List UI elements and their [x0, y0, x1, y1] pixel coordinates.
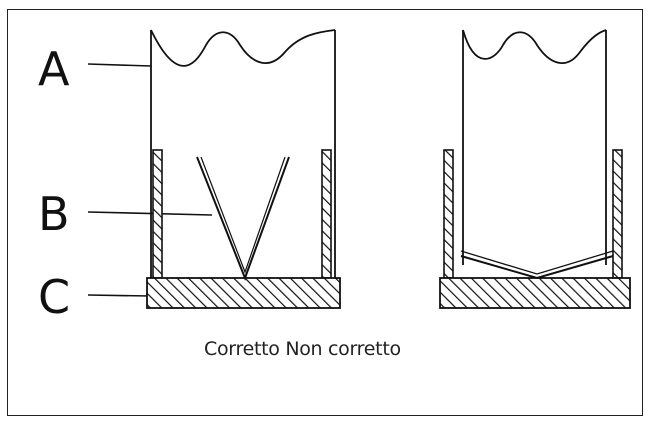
label-b: B — [38, 187, 70, 241]
blade-b-incorrect — [460, 255, 614, 280]
base-plate-correct — [146, 277, 341, 309]
right-wall-incorrect — [612, 149, 623, 279]
sheet-a-wave-incorrect — [462, 29, 607, 64]
right-wall-correct — [321, 149, 332, 279]
base-plate-incorrect — [439, 277, 631, 309]
incorrect-assembly — [439, 29, 631, 309]
left-wall-incorrect — [443, 149, 454, 279]
label-c: C — [38, 270, 70, 324]
sheet-a-wave-correct — [150, 29, 336, 67]
diagram-frame — [7, 9, 643, 416]
leader-line-a — [87, 63, 152, 67]
label-a: A — [38, 42, 70, 96]
left-wall-correct — [152, 149, 163, 279]
leader-line-b — [87, 211, 213, 216]
correct-assembly — [146, 29, 341, 309]
caption: Corretto Non corretto — [204, 338, 401, 360]
blade-b-inner-correct — [200, 156, 286, 274]
blade-b-correct — [196, 156, 290, 281]
blade-b-inner-incorrect — [460, 250, 614, 275]
